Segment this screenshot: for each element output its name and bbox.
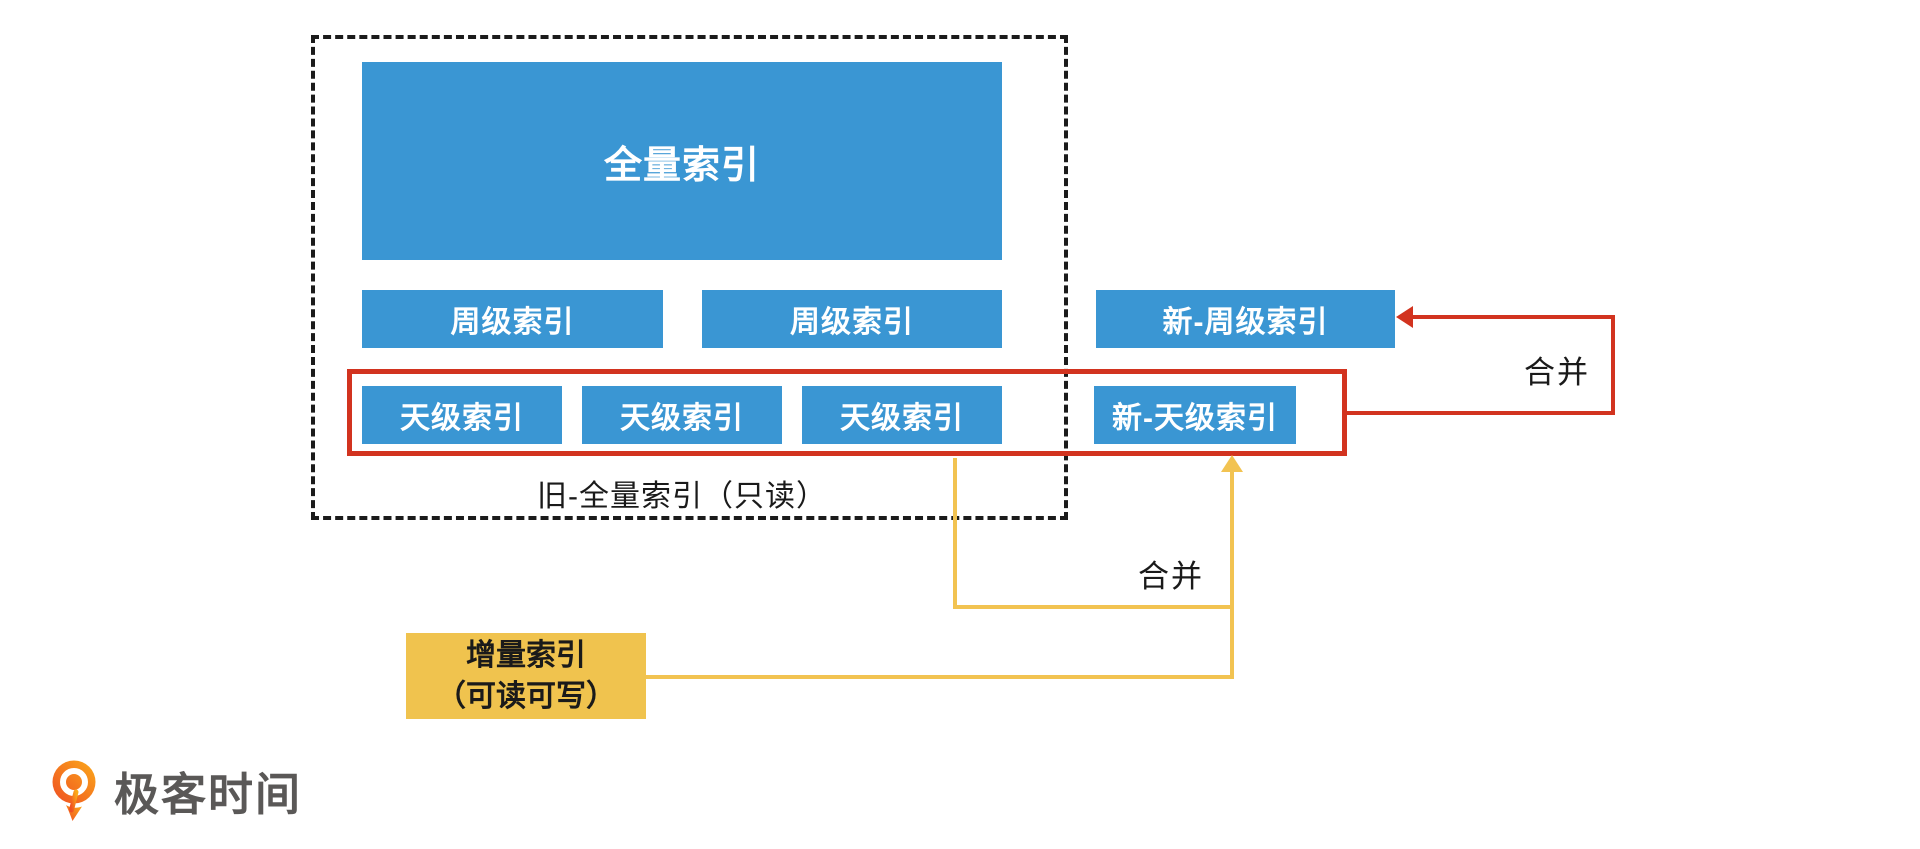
brand-text: 极客时间 <box>114 769 303 820</box>
day-index-box: 天级索引 <box>802 386 1002 444</box>
new-day-index-box: 新-天级索引 <box>1094 386 1296 444</box>
full-index-box: 全量索引 <box>362 62 1002 260</box>
brand-logo: 极客时间 <box>50 758 302 823</box>
red-path-top-segment <box>1410 315 1615 319</box>
day-row-highlight <box>347 369 1347 456</box>
yellow-drop-segment <box>953 458 957 609</box>
new-week-index-box: 新-周级索引 <box>1096 290 1395 348</box>
yellow-arrowhead-icon <box>1221 455 1243 472</box>
yellow-join-segment <box>953 605 1234 609</box>
incremental-index-box: 增量索引 （可读可写） <box>406 633 646 719</box>
old-full-index-caption: 旧-全量索引（只读） <box>537 480 827 513</box>
geektime-logo-icon <box>52 760 96 821</box>
incremental-index-label: 增量索引 <box>466 639 586 672</box>
old-full-index-group-border <box>311 35 1068 520</box>
red-arrowhead-icon <box>1396 306 1413 328</box>
day-index-box: 天级索引 <box>582 386 782 444</box>
week-index-box: 周级索引 <box>362 290 663 348</box>
merge-label-red: 合并 <box>1524 355 1590 390</box>
yellow-vertical-segment <box>1230 469 1234 679</box>
incremental-index-sublabel: （可读可写） <box>436 680 616 713</box>
day-index-box: 天级索引 <box>362 386 562 444</box>
merge-label-yellow: 合并 <box>1138 559 1204 594</box>
red-path-vertical-segment <box>1611 315 1615 415</box>
week-index-box: 周级索引 <box>702 290 1002 348</box>
red-path-bottom-segment <box>1347 411 1615 415</box>
yellow-bottom-segment <box>646 675 1234 679</box>
